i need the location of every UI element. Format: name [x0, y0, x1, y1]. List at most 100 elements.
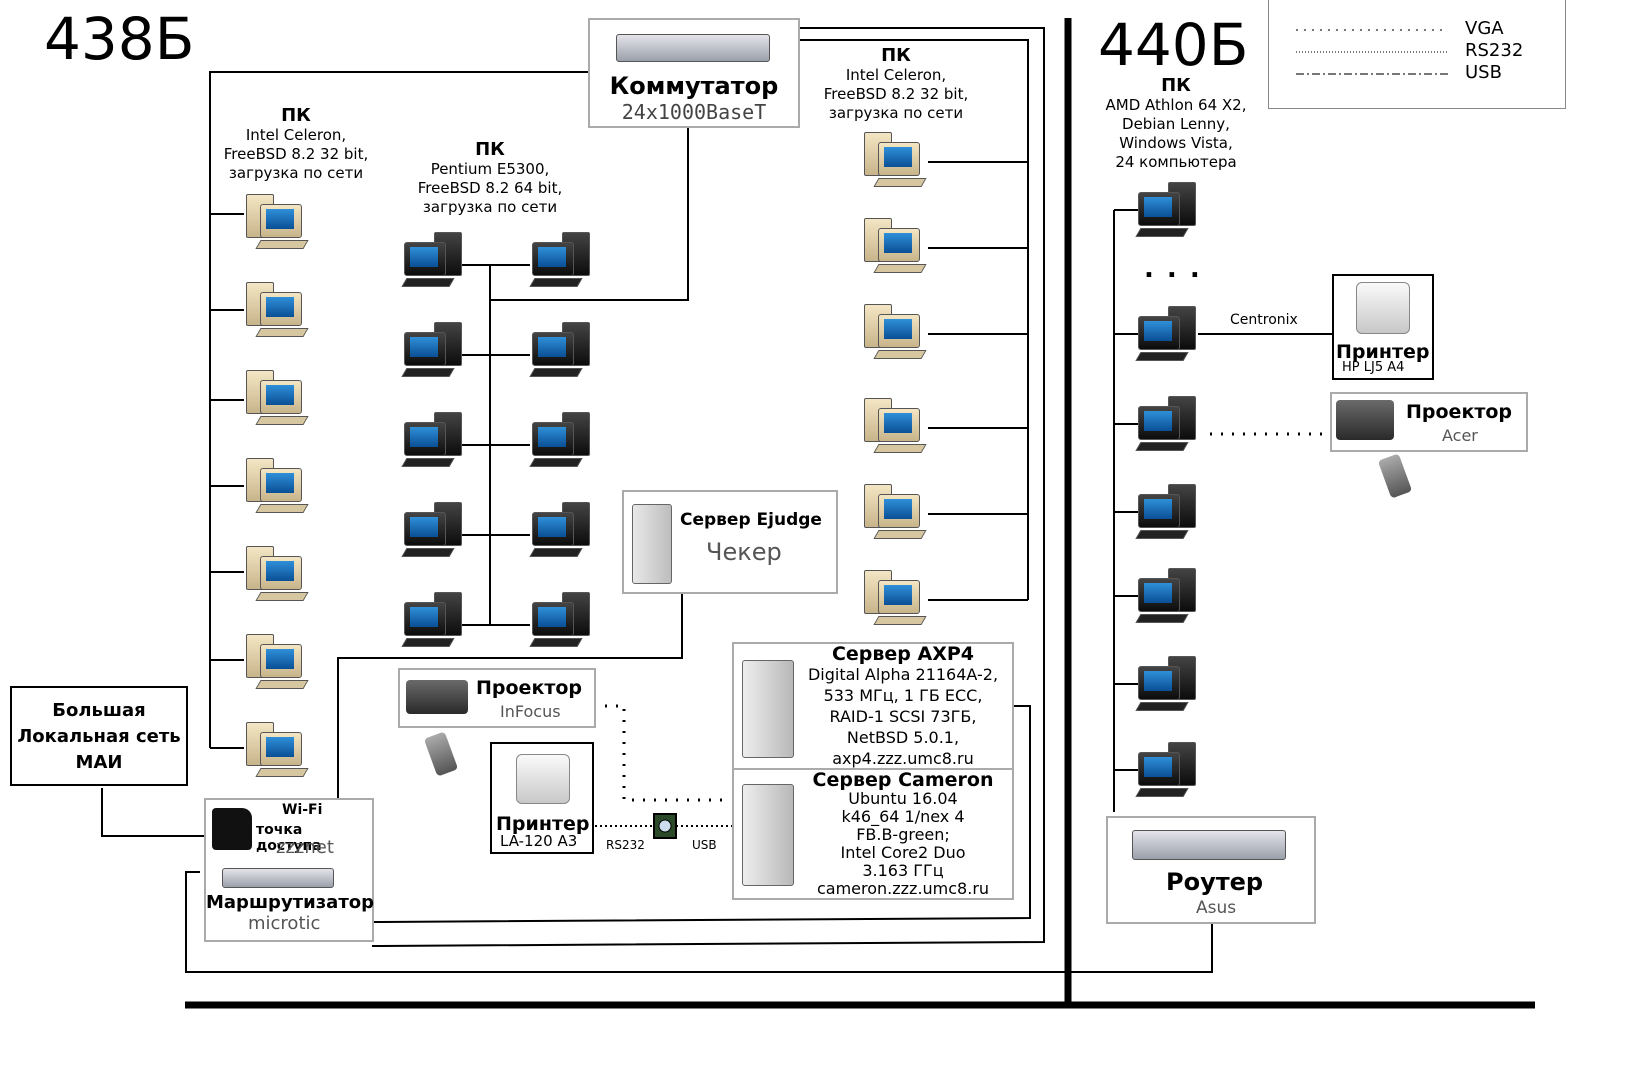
axp4-text: Сервер AXP4 Digital Alpha 21164A-2, 533 …	[794, 644, 1012, 769]
room440-pc-line: AMD Athlon 64 X2,	[1105, 96, 1247, 114]
pc-438-middle[interactable]	[400, 588, 466, 648]
pc-440[interactable]	[1134, 392, 1200, 452]
pc-438-middle[interactable]	[528, 588, 594, 648]
projector-infocus-box[interactable]: Проектор InFocus	[398, 668, 596, 728]
pc-438-right[interactable]	[862, 214, 928, 274]
right-pc-line: Intel Celeron,	[845, 66, 947, 84]
keyboard-icon	[255, 680, 309, 689]
pc-438-left[interactable]	[244, 278, 310, 338]
keyboard-icon	[1135, 530, 1189, 539]
router-asus-box[interactable]: Роутер Asus	[1106, 816, 1316, 924]
monitor-icon	[1138, 666, 1180, 700]
monitor-icon	[404, 512, 446, 546]
pc-438-middle[interactable]	[528, 318, 594, 378]
axp4-line: RAID-1 SCSI 73ГБ,	[829, 707, 977, 726]
keyboard-icon	[1135, 442, 1189, 451]
pc-440[interactable]	[1134, 480, 1200, 540]
room-440-label: 440Б	[1098, 11, 1249, 79]
left-pc-label: ПК Intel Celeron, FreeBSD 8.2 32 bit, за…	[206, 106, 386, 183]
pc-438-left[interactable]	[244, 366, 310, 426]
room440-pc-line: Debian Lenny,	[1122, 115, 1230, 133]
lan-line: Локальная сеть	[17, 726, 181, 747]
server-icon	[632, 504, 672, 584]
projector-acer-box[interactable]: Проектор Acer	[1330, 392, 1528, 452]
switch-subtitle: 24x1000BaseT	[621, 100, 767, 124]
pc-438-middle[interactable]	[528, 228, 594, 288]
right-pc-label: ПК Intel Celeron, FreeBSD 8.2 32 bit, за…	[804, 46, 988, 123]
pc-438-left[interactable]	[244, 542, 310, 602]
monitor-icon	[404, 332, 446, 366]
ejudge-title: Сервер Ejudge	[680, 510, 822, 530]
pc-438-left[interactable]	[244, 454, 310, 514]
monitor-icon	[260, 732, 302, 766]
middle-pc-line: загрузка по сети	[422, 198, 558, 216]
pc-440[interactable]	[1134, 302, 1200, 362]
pc-440[interactable]	[1134, 564, 1200, 624]
pc-438-middle[interactable]	[400, 228, 466, 288]
axp4-server-box[interactable]: Сервер AXP4 Digital Alpha 21164A-2, 533 …	[732, 642, 1014, 770]
projector-acer-title: Проектор	[1406, 401, 1513, 423]
monitor-icon	[878, 142, 920, 176]
keyboard-icon	[873, 444, 927, 453]
pc-438-middle[interactable]	[528, 498, 594, 558]
legend-vga: VGA	[1465, 18, 1504, 39]
server-icon	[742, 784, 794, 886]
monitor-icon	[532, 422, 574, 456]
pc-438-left[interactable]	[244, 718, 310, 778]
pc-438-right[interactable]	[862, 480, 928, 540]
keyboard-icon	[401, 278, 455, 287]
pc-440[interactable]	[1134, 652, 1200, 712]
axp4-line: Digital Alpha 21164A-2,	[807, 665, 999, 684]
middle-pc-line: Pentium E5300,	[430, 160, 550, 178]
pc-438-right[interactable]	[862, 300, 928, 360]
monitor-icon	[1138, 192, 1180, 226]
printer-hp-box[interactable]: Принтер HP LJ5 A4	[1332, 274, 1434, 380]
ejudge-server-box[interactable]: Сервер Ejudge Чекер	[622, 490, 838, 594]
cameron-server-box[interactable]: Сервер Cameron Ubuntu 16.04 k46_64 1/nex…	[732, 768, 1014, 900]
monitor-icon	[532, 602, 574, 636]
mikrotik-subtitle: microtic	[248, 913, 321, 934]
switch-box[interactable]: Коммутатор 24x1000BaseT	[588, 18, 800, 128]
mai-lan-box[interactable]: Большая Локальная сеть МАИ	[10, 686, 188, 786]
keyboard-icon	[873, 264, 927, 273]
switch-icon	[616, 34, 770, 62]
printer-icon	[1356, 282, 1410, 334]
monitor-icon	[404, 242, 446, 276]
room440-pc-line: 24 компьютера	[1115, 153, 1237, 171]
printer-la120-box[interactable]: Принтер LA-120 A3	[490, 742, 594, 854]
monitor-icon	[260, 204, 302, 238]
pc-438-right[interactable]	[862, 394, 928, 454]
keyboard-icon	[873, 616, 927, 625]
monitor-icon	[1138, 316, 1180, 350]
left-pc-line: Intel Celeron,	[245, 126, 347, 144]
printer-icon	[516, 754, 570, 804]
pc-438-right[interactable]	[862, 128, 928, 188]
pc-438-left[interactable]	[244, 190, 310, 250]
projector-acer-subtitle: Acer	[1442, 426, 1478, 445]
middle-pc-title: ПК	[475, 139, 505, 160]
cameron-line: Intel Core2 Duo	[840, 843, 966, 862]
rs232-label: RS232	[606, 838, 645, 852]
server-icon	[742, 660, 794, 758]
pc-440[interactable]	[1134, 178, 1200, 238]
projector-icon	[406, 680, 468, 714]
right-pc-line: загрузка по сети	[828, 104, 964, 122]
pc-440[interactable]	[1134, 738, 1200, 798]
monitor-icon	[260, 380, 302, 414]
projector-infocus-title: Проектор	[476, 677, 583, 699]
left-pc-line: FreeBSD 8.2 32 bit,	[223, 145, 369, 163]
pc-438-middle[interactable]	[528, 408, 594, 468]
pc-438-middle[interactable]	[400, 318, 466, 378]
pc-438-right[interactable]	[862, 566, 928, 626]
keyboard-icon	[873, 178, 927, 187]
monitor-icon	[878, 314, 920, 348]
wifi-router-box[interactable]: Wi-Fi точка доступа zzznet Маршрутизатор…	[204, 798, 374, 942]
monitor-icon	[260, 292, 302, 326]
pc-438-middle[interactable]	[400, 498, 466, 558]
pc-438-middle[interactable]	[400, 408, 466, 468]
cameron-line: FB.B-green;	[856, 825, 950, 844]
keyboard-icon	[255, 592, 309, 601]
monitor-icon	[532, 332, 574, 366]
pc-438-left[interactable]	[244, 630, 310, 690]
wifi-line2: точка доступа	[256, 822, 322, 854]
